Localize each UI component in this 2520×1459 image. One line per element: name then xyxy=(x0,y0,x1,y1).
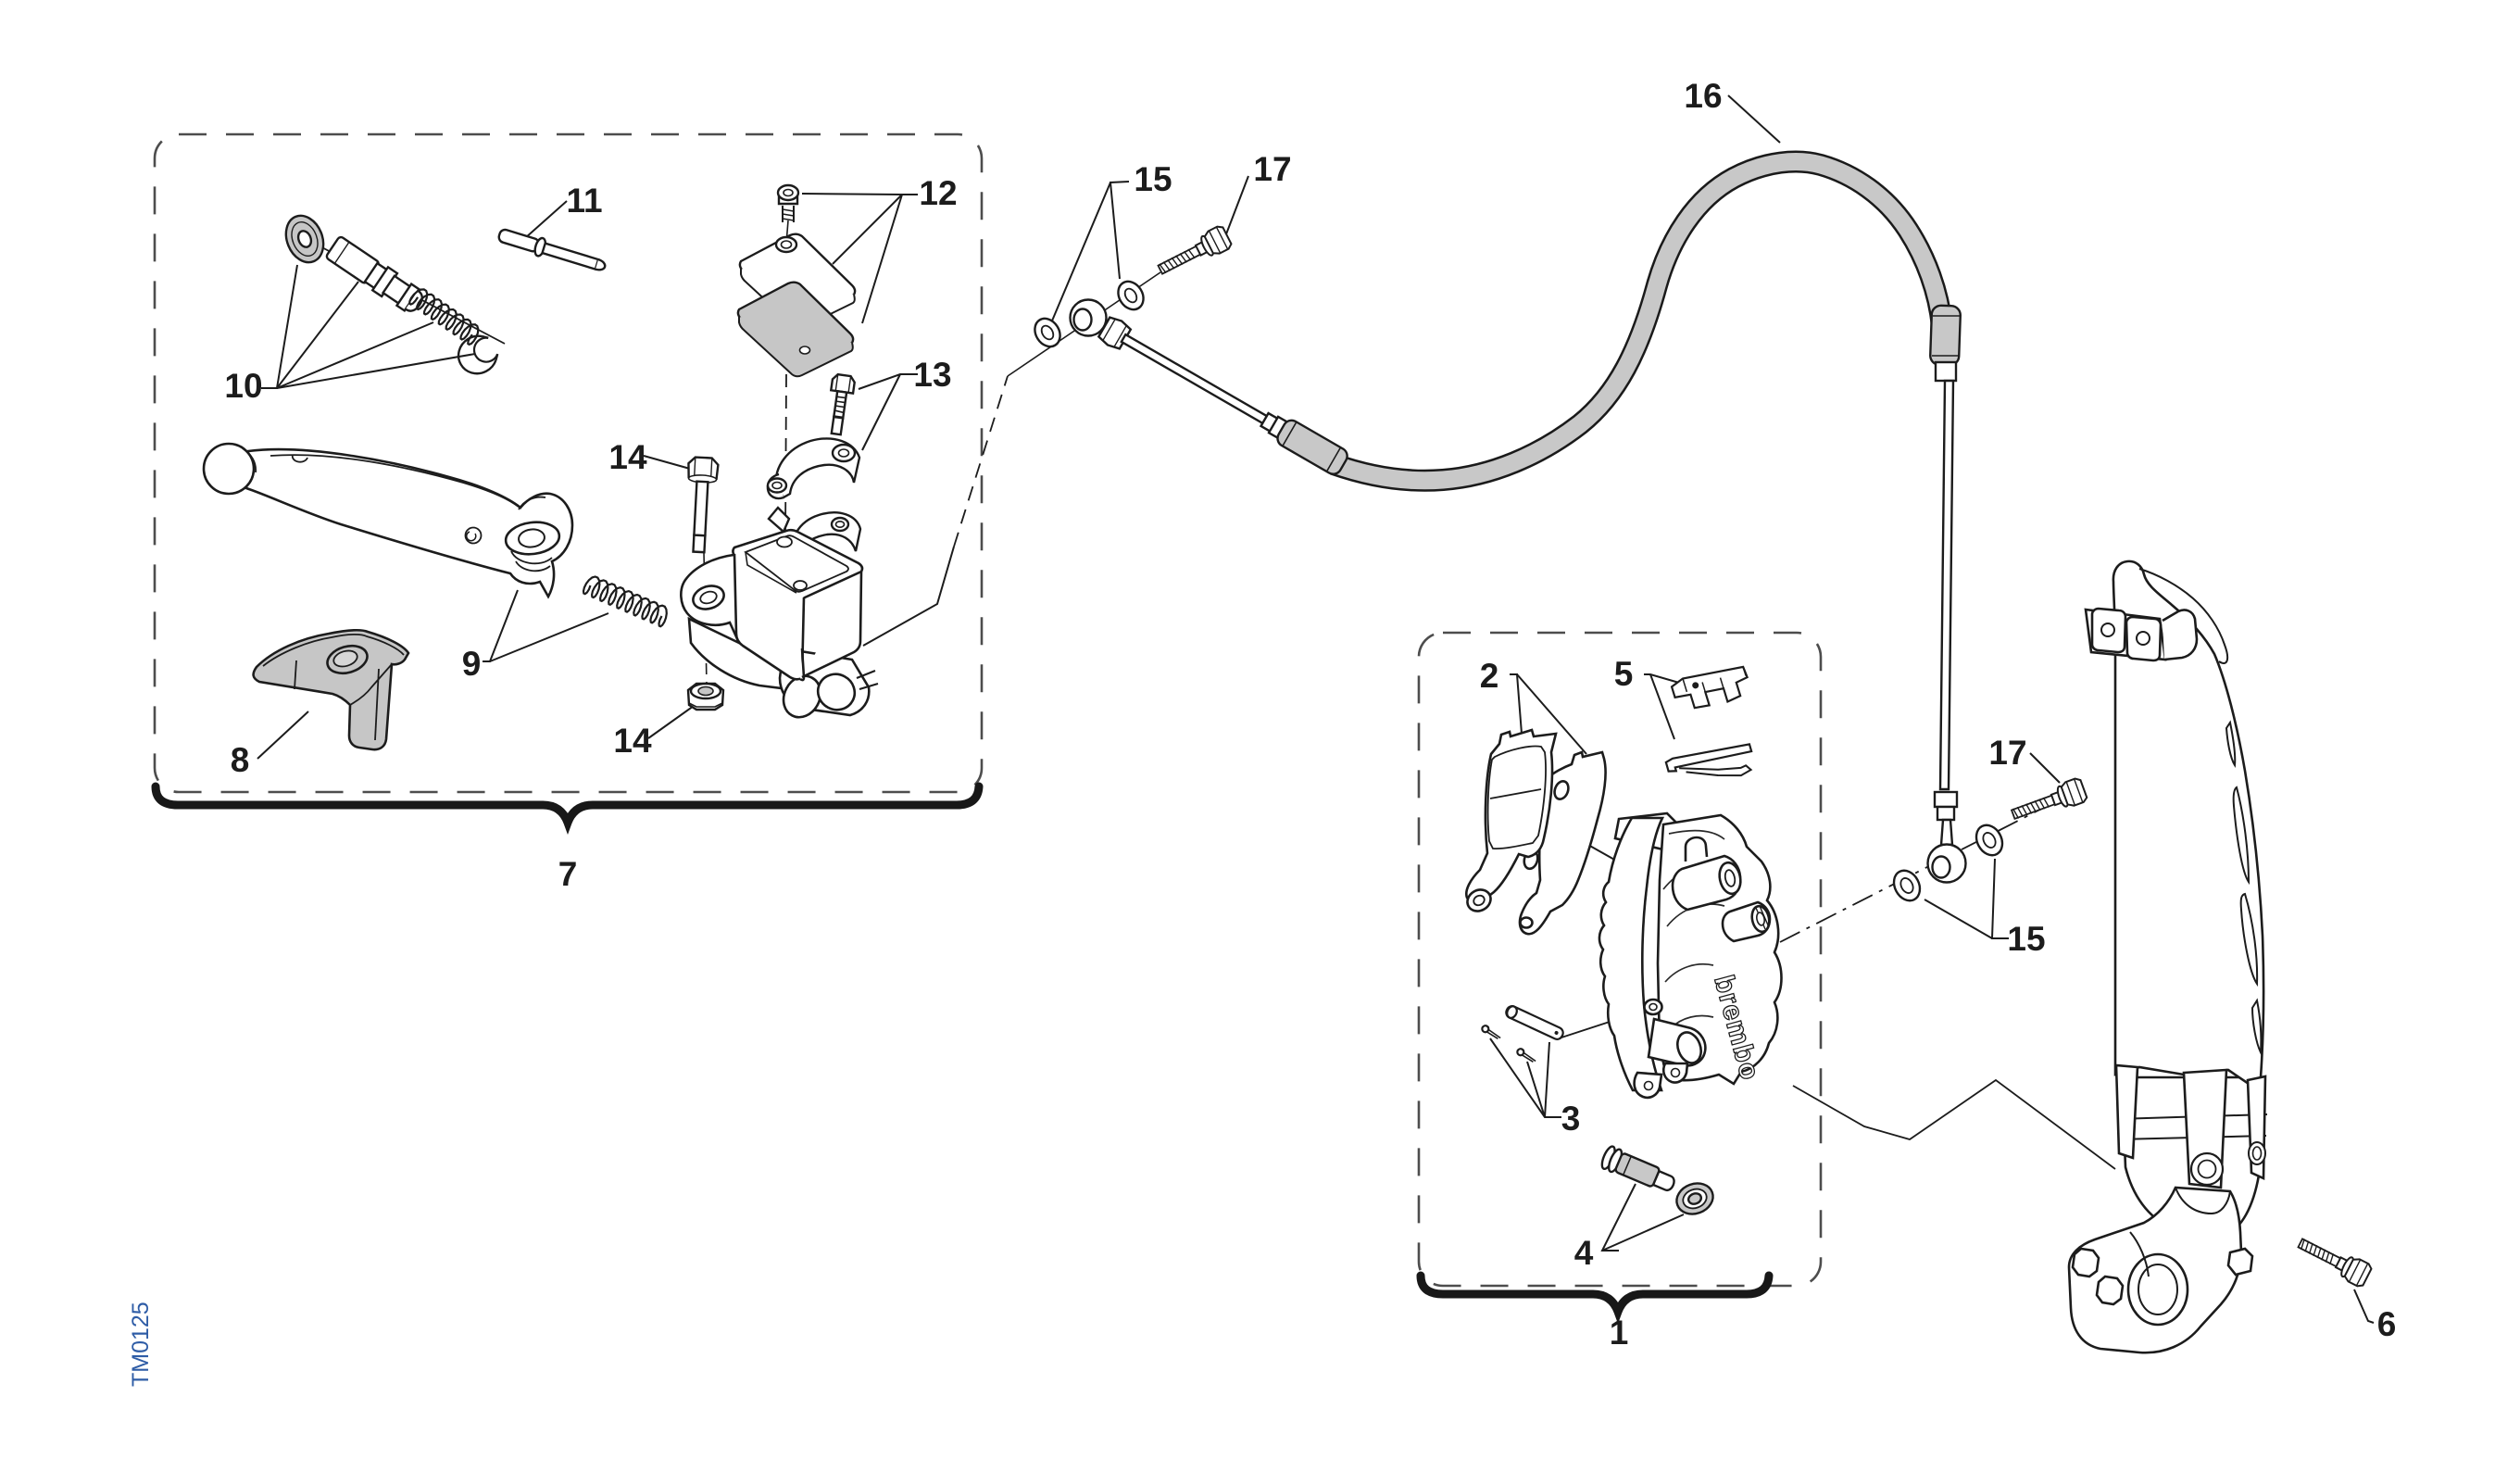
svg-text:17: 17 xyxy=(1988,734,2026,772)
svg-text:3: 3 xyxy=(1561,1100,1581,1138)
svg-text:10: 10 xyxy=(224,367,262,405)
svg-text:11: 11 xyxy=(566,182,602,220)
svg-text:5: 5 xyxy=(1614,655,1634,693)
svg-text:15: 15 xyxy=(1134,160,1172,198)
svg-text:13: 13 xyxy=(913,356,951,394)
svg-text:4: 4 xyxy=(1574,1234,1594,1272)
svg-text:12: 12 xyxy=(919,174,957,212)
svg-text:1: 1 xyxy=(1610,1314,1629,1352)
svg-text:TM0125: TM0125 xyxy=(128,1302,154,1387)
svg-text:16: 16 xyxy=(1684,77,1722,115)
svg-text:15: 15 xyxy=(2007,920,2045,958)
svg-text:6: 6 xyxy=(2377,1305,2397,1343)
svg-text:2: 2 xyxy=(1480,657,1499,695)
svg-text:14: 14 xyxy=(613,722,652,760)
svg-text:9: 9 xyxy=(462,645,482,683)
svg-text:17: 17 xyxy=(1253,150,1291,188)
svg-text:8: 8 xyxy=(231,741,250,779)
svg-text:14: 14 xyxy=(608,438,647,476)
svg-text:7: 7 xyxy=(558,855,578,893)
